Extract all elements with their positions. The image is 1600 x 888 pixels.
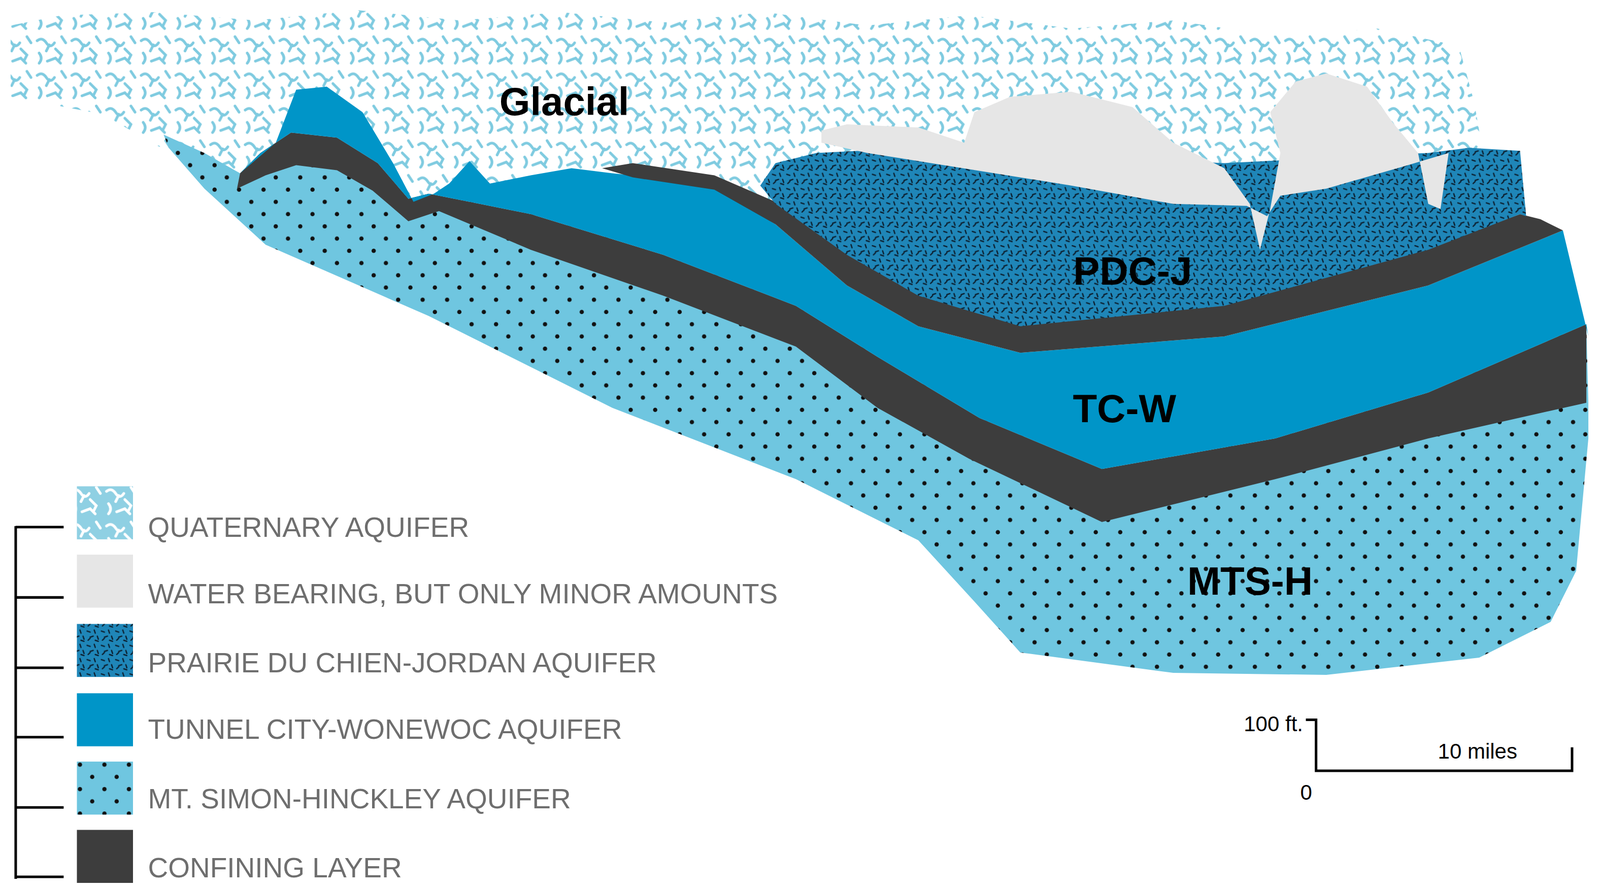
layer-label: Glacial: [499, 80, 630, 124]
legend-swatch: [76, 693, 133, 747]
scale-label: 0: [1300, 781, 1312, 805]
minor-water-unit: [821, 73, 1449, 251]
swatch-texture: [76, 486, 133, 815]
layer-label: PDC-J: [1073, 249, 1192, 294]
legend-swatch: [76, 554, 133, 608]
layer-label: TC-W: [1072, 387, 1177, 431]
aquifer-band: TC-W: [1072, 387, 1177, 431]
strata: [10, 10, 1589, 676]
legend-swatch: [76, 761, 133, 815]
legend-label: QUATERNARY AQUIFER: [147, 512, 470, 544]
legend-bracket: [15, 526, 64, 880]
legend-label: WATER BEARING, BUT ONLY MINOR AMOUNTS: [147, 578, 778, 610]
layer-label: MTS-H: [1187, 559, 1313, 604]
scale-label: 10 miles: [1438, 740, 1518, 764]
scale-label: 100 ft.: [1243, 712, 1304, 737]
aquifer-band: PDC-J: [1073, 249, 1192, 294]
legend-label: CONFINING LAYER: [147, 852, 402, 884]
legend-swatch: [76, 624, 133, 678]
scale-bar: [1306, 719, 1573, 771]
legend-label: TUNNEL CITY-WONEWOC AQUIFER: [147, 714, 622, 746]
legend-swatch: [76, 486, 133, 540]
legend-label: PRAIRIE DU CHIEN-JORDAN AQUIFER: [147, 647, 657, 679]
legend-swatch: [76, 829, 133, 883]
aquifer-band: MTS-H: [1187, 559, 1313, 604]
aquifer-band: Glacial: [499, 80, 630, 124]
legend-label: MT. SIMON-HINCKLEY AQUIFER: [147, 783, 571, 815]
